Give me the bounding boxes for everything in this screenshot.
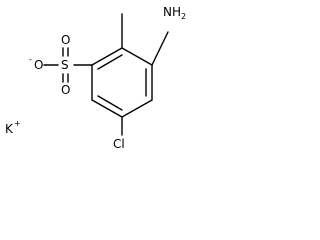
amino-label: NH2	[163, 5, 186, 21]
ring-bond-c6-c1	[91, 47, 123, 66]
ring-bond-c4-c5	[91, 99, 123, 118]
atom-labels: NH2 Cl S O O O - K +	[5, 5, 186, 151]
oxygen-anion-charge: -	[29, 55, 32, 64]
ring-bond-c3-c4	[121, 99, 153, 118]
molecule-diagram: NH2 Cl S O O O - K +	[5, 5, 186, 151]
chloro-label: Cl	[113, 137, 125, 151]
ring-bond-c6-c1-inner	[97, 54, 123, 70]
oxygen-anion-label: O	[34, 58, 43, 72]
amino-bond	[151, 31, 169, 66]
potassium-charge: +	[14, 119, 21, 128]
ring-bond-c4-c5-inner	[97, 95, 123, 111]
sulfur-label: S	[61, 58, 69, 72]
oxygen-top-label: O	[61, 33, 70, 47]
ring-bond-c1-c2	[121, 47, 153, 66]
bonds	[43, 13, 169, 136]
oxygen-bottom-label: O	[61, 83, 70, 97]
potassium-label: K	[5, 122, 14, 136]
